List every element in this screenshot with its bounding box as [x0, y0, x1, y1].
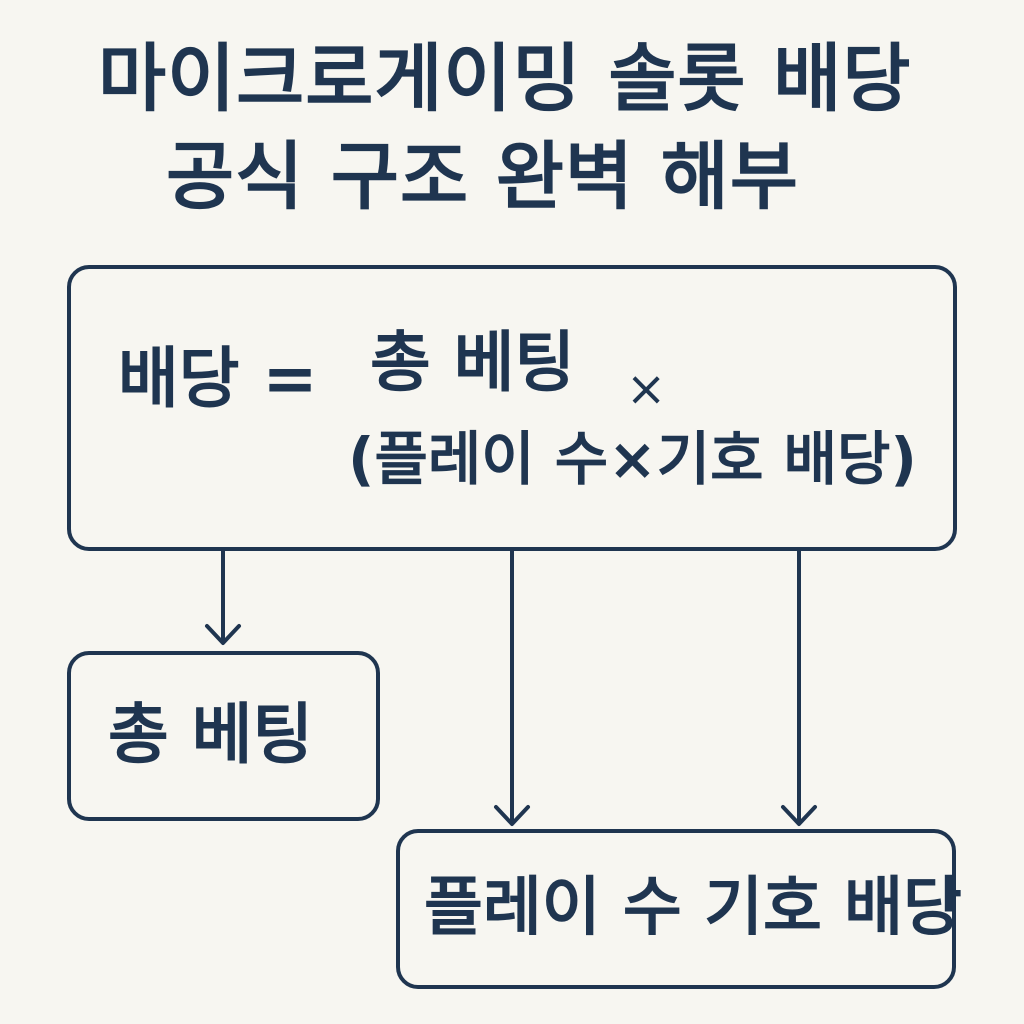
components-box: [396, 829, 956, 989]
formula-rhs-components: (플레이 수×기호 배당): [348, 425, 917, 493]
formula-lhs: 배당 =: [118, 340, 318, 417]
total-bet-box: [67, 651, 380, 821]
components-label: 플레이 수 기호 배당: [424, 871, 962, 945]
total-bet-label: 총 베팅: [108, 696, 314, 773]
arrow-to-components-right: [781, 549, 817, 826]
title-line-1: 마이크로게이밍 솔롯 배당: [98, 36, 912, 122]
formula-rhs-total-bet: 총 베팅: [370, 324, 576, 401]
arrow-to-total-bet: [205, 549, 241, 645]
formula-multiply-sign: ×: [626, 361, 667, 417]
title-line-2: 공식 구조 완벽 해부: [166, 134, 799, 220]
arrow-to-components-left: [494, 549, 530, 826]
